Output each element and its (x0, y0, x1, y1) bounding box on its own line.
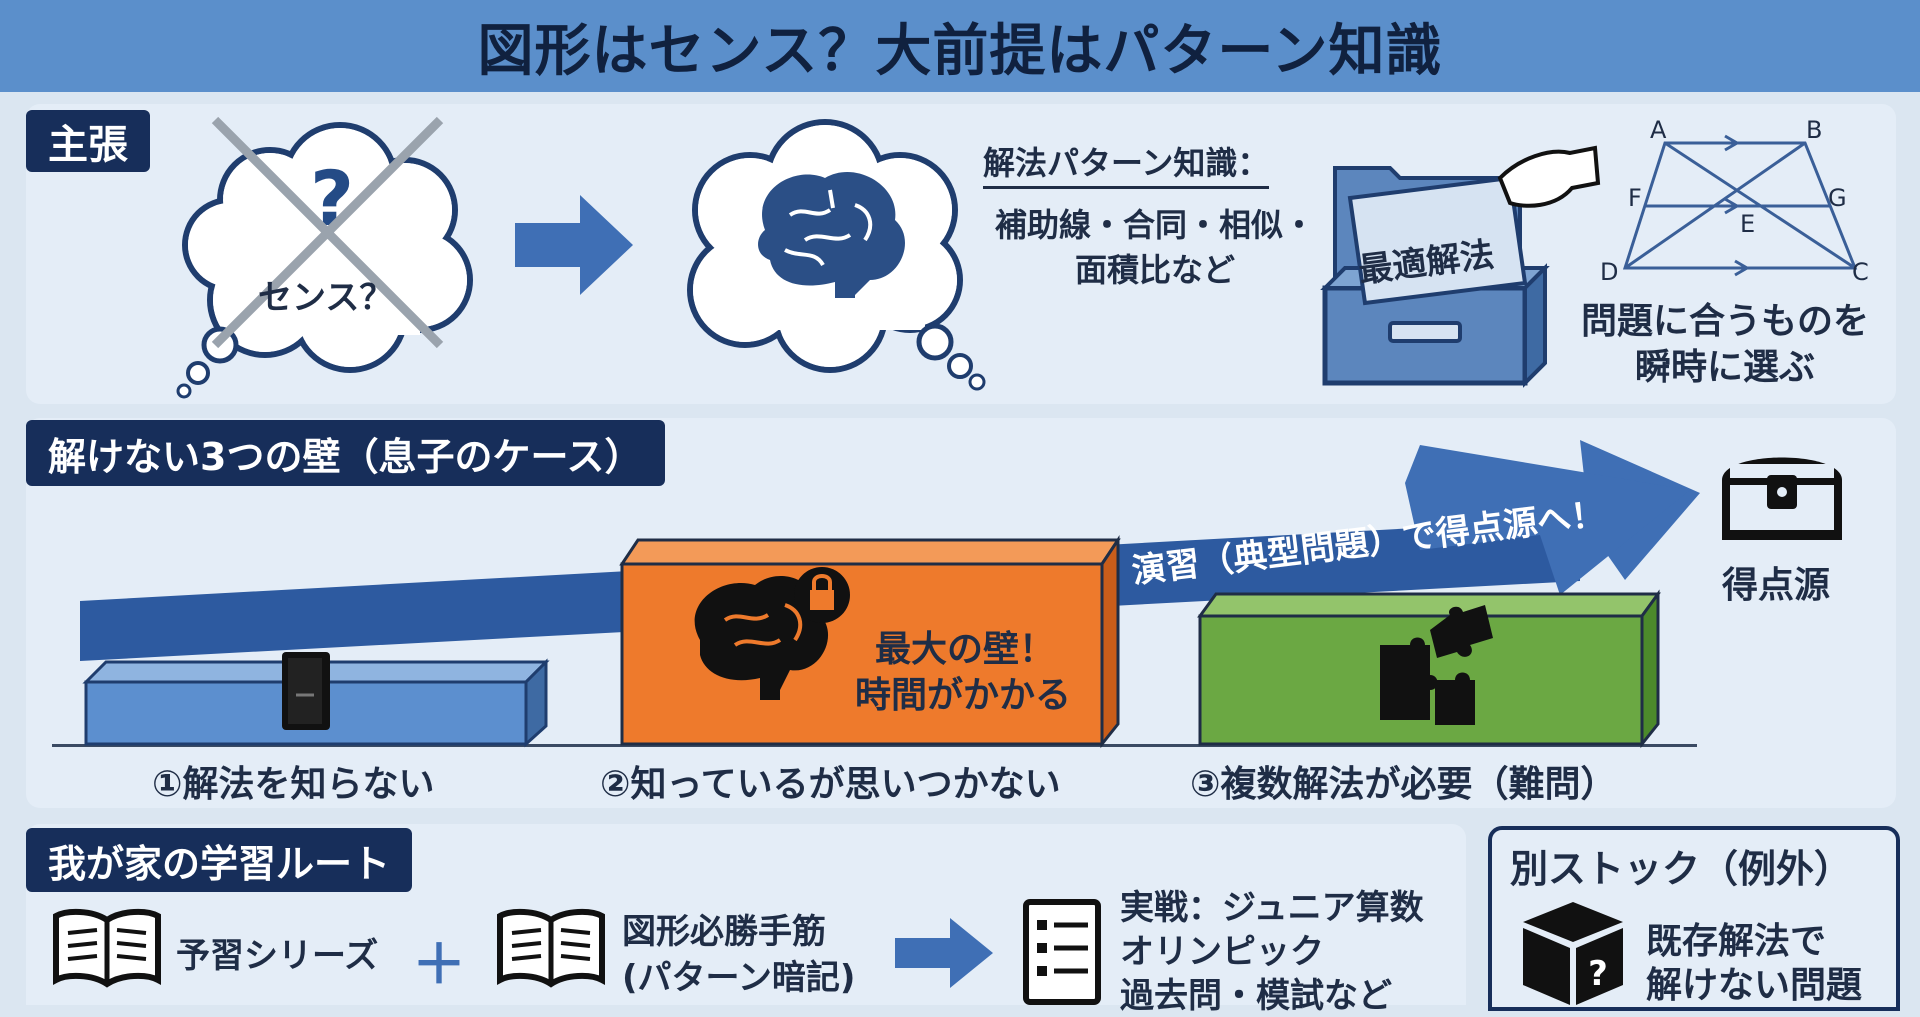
arrow-right-icon (515, 195, 633, 295)
route-tag: 我が家の学習ルート (26, 828, 413, 892)
knowledge-body-line2: 面積比など (1074, 251, 1235, 289)
wall-2-label: ②知っているが思いつかない (600, 764, 1061, 805)
geometry-diagram-icon (1622, 134, 1858, 277)
exception-line1: 既存解法で (1646, 921, 1827, 962)
brain-cloud-icon (687, 119, 986, 391)
sense-question-label: センス？ (258, 278, 394, 318)
brain-lock-icon (694, 567, 850, 700)
book-icon (282, 652, 330, 730)
point-d-label: D (1600, 258, 1619, 286)
open-book-icon-2 (497, 908, 605, 988)
sense-cloud-icon: ? (176, 116, 473, 399)
open-book-icon (53, 908, 161, 988)
svg-text:?: ? (1588, 954, 1608, 994)
big-wall-line2: 時間がかかる (854, 675, 1071, 716)
knowledge-body-line1: 補助線・合同・相似・ (994, 206, 1315, 244)
page-title: 図形はセンス？大前提はパターン知識 (477, 18, 1443, 84)
practice-line3: 過去問・模試など (1120, 976, 1392, 1016)
exception-tag: 別ストック（例外） (1510, 847, 1853, 891)
select-line1: 問題に合うものを (1580, 301, 1869, 342)
knowledge-title: 解法パターン知識： (983, 138, 1270, 189)
walls-tag: 解けない3つの壁（息子のケース） (26, 420, 665, 486)
route-arrow-icon (895, 918, 993, 988)
point-a-label: A (1650, 116, 1667, 144)
select-line2: 瞬時に選ぶ (1634, 347, 1815, 388)
claim-tag: 主張 (26, 110, 150, 172)
title-bar: 図形はセンス？大前提はパターン知識 (0, 0, 1920, 92)
book1-label: 予習シリーズ (176, 936, 379, 976)
book2-line1: 図形必勝手筋 (622, 912, 826, 952)
point-g-label: G (1828, 184, 1847, 212)
wall-1-label: ①解法を知らない (152, 764, 435, 805)
brain-icon (758, 172, 905, 298)
treasure-chest-icon (1722, 457, 1842, 540)
plus-sign: ＋ (412, 933, 466, 996)
book2-line2: (パターン暗記) (622, 958, 856, 998)
wall-3-label: ③複数解法が必要（難問） (1190, 764, 1617, 805)
practice-line2: オリンピック (1120, 932, 1324, 972)
point-c-label: C (1852, 258, 1869, 286)
checklist-icon (1023, 899, 1101, 1005)
treasure-label: 得点源 (1722, 565, 1831, 606)
big-wall-line1: 最大の壁！ (874, 629, 1055, 670)
mystery-box-icon: ? (1523, 902, 1623, 1005)
puzzle-icon (1380, 605, 1493, 725)
exception-line2: 解けない問題 (1646, 965, 1863, 1006)
point-e-label: E (1740, 210, 1756, 238)
file-drawer-icon (1320, 145, 1601, 388)
point-f-label: F (1628, 184, 1642, 212)
practice-line1: 実戦：ジュニア算数 (1120, 888, 1424, 928)
point-b-label: B (1806, 116, 1823, 144)
